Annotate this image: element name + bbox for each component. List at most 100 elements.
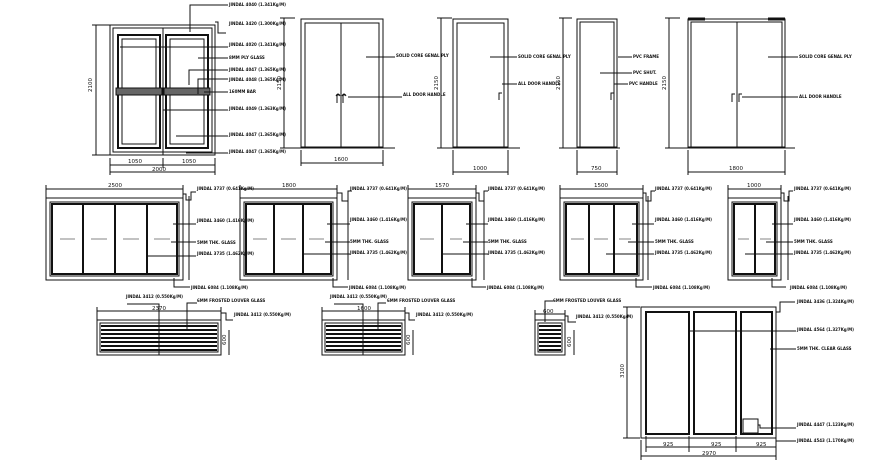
window-elevation-w5: 1000 JINDAL 3737 (0.641Kg/M) JINDAL 3460… — [727, 183, 851, 290]
l3-height-label: 600 — [567, 336, 573, 347]
w4-annotation: JINDAL 3737 (0.641Kg/M) — [654, 186, 712, 191]
w2-width-label: 1800 — [282, 183, 296, 189]
w5-annotation: JINDAL 6084 (1.108Kg/M) — [789, 285, 847, 290]
fg-annotation: JINDAL 3436 (1.324Kg/M) — [796, 299, 854, 304]
d4-annotation: PVC FRAME — [633, 54, 659, 59]
w1-width-label: 2500 — [108, 183, 122, 189]
d1-total-width: 2000 — [152, 167, 166, 173]
d3-annotation: SOLID CORE GENAL PLY — [518, 54, 571, 59]
fg-annotation: JINDAL 4543 (1.170Kg/M) — [796, 438, 854, 443]
l1-annotation: 6MM FROSTED LOUVER GLASS — [197, 298, 265, 303]
l1-annotation: JINDAL 3412 (0.550Kg/M) — [125, 294, 183, 299]
w5-annotation: JINDAL 3735 (1.462Kg/M) — [793, 250, 851, 255]
l1-height-label: 600 — [222, 334, 228, 345]
l2-annotation: 6MM FROSTED LOUVER GLASS — [387, 298, 455, 303]
d1-annotation: JINDAL 4040 (1.341Kg/M) — [228, 2, 286, 7]
d2-annotation: ALL DOOR HANDLE — [403, 92, 446, 97]
w4-annotation: JINDAL 3460 (1.416Kg/M) — [654, 217, 712, 222]
fg-annotation: JINDAL 4564 (1.327Kg/M) — [796, 327, 854, 332]
l3-annotation: JINDAL 3412 (0.550Kg/M) — [575, 314, 633, 319]
d3-annotation: ALL DOOR HANDLE — [518, 81, 561, 86]
w2-annotation: 5MM THK. GLASS — [350, 239, 389, 244]
d2-height-label: 2150 — [277, 76, 283, 90]
w5-annotation: 5MM THK. GLASS — [794, 239, 833, 244]
door-elevation-d2: 2150 1600 SOLID CORE GENAL PLY ALL DOOR … — [277, 17, 449, 166]
w2-annotation: JINDAL 3460 (1.416Kg/M) — [349, 217, 407, 222]
w5-annotation: JINDAL 3737 (0.641Kg/M) — [793, 186, 851, 191]
door-handle-icon — [335, 93, 347, 103]
w4-annotation: JINDAL 6084 (1.108Kg/M) — [652, 285, 710, 290]
d5-height-label: 2150 — [662, 76, 668, 90]
d2-width-label: 1600 — [334, 157, 348, 163]
louver-elevation-l2: 1600 600 JINDAL 3412 (0.550Kg/M) 6MM FRO… — [321, 294, 473, 356]
w4-width-label: 1500 — [594, 183, 608, 189]
louver-elevation-l1: 2370 600 JINDAL 3412 (0.550Kg/M) 6MM FRO… — [96, 294, 291, 356]
w3-annotation: 5MM THK. GLASS — [488, 239, 527, 244]
d1-annotation: JINDAL 4049 (1.363Kg/M) — [228, 106, 286, 111]
d1-annotation: 8MM PLY GLASS — [229, 55, 265, 60]
d4-annotation: PVC HANDLE — [629, 81, 658, 86]
d5-annotation: ALL DOOR HANDLE — [799, 94, 842, 99]
l3-annotation: 6MM FROSTED LOUVER GLASS — [553, 298, 621, 303]
window-elevation-w1: 2500 JINDAL 3737 (0.641Kg/M) JINDAL 3460… — [45, 183, 254, 290]
d4-annotation: PVC SHUT. — [633, 70, 657, 75]
door-elevation-d3: 2150 1000 SOLID CORE GENAL PLY ALL DOOR … — [434, 17, 571, 175]
w3-annotation: JINDAL 3460 (1.416Kg/M) — [487, 217, 545, 222]
d3-height-label: 2150 — [434, 76, 440, 90]
d3-width-label: 1000 — [473, 166, 487, 172]
fg-annotation: JINDAL 4447 (1.123Kg/M) — [796, 422, 854, 427]
l1-annotation: JINDAL 3412 (0.550Kg/M) — [233, 312, 291, 317]
door-elevation-d4: 2150 750 PVC FRAME PVC SHUT. PVC HANDLE — [556, 17, 659, 175]
window-elevation-w4: 1500 JINDAL 3737 (0.641Kg/M) JINDAL 3460… — [559, 183, 712, 290]
w1-annotation: JINDAL 3737 (0.641Kg/M) — [196, 186, 254, 191]
door-elevation-d1: 2100 1050 1050 2000 JINDAL 4040 (1.341Kg… — [88, 2, 286, 175]
w2-annotation: JINDAL 6084 (1.108Kg/M) — [348, 285, 406, 290]
d1-annotation: JINDAL 4020 (1.341Kg/M) — [228, 42, 286, 47]
fixed-glazing-elevation: 3100 925 925 925 2970 JINDAL 3436 (1.324… — [620, 299, 854, 460]
fg-width-label: 925 — [663, 442, 674, 448]
w3-annotation: JINDAL 3737 (0.641Kg/M) — [487, 186, 545, 191]
d4-height-label: 2150 — [556, 76, 562, 90]
d1-height-label: 2100 — [88, 78, 94, 92]
d5-width-label: 1800 — [729, 166, 743, 172]
w1-annotation: 5MM THK. GLASS — [197, 240, 236, 245]
w5-annotation: JINDAL 3460 (1.416Kg/M) — [793, 217, 851, 222]
l2-height-label: 600 — [406, 334, 412, 345]
door-handle-icon — [610, 92, 614, 100]
w1-annotation: JINDAL 6084 (1.108Kg/M) — [190, 285, 248, 290]
w3-width-label: 1570 — [435, 183, 449, 189]
l2-annotation: JINDAL 3412 (0.550Kg/M) — [415, 312, 473, 317]
door-elevation-d5: 2150 1800 SOLID CORE GENAL PLY ALL DOOR … — [662, 17, 852, 175]
d1-annotation: JINDAL 4047 (1.365Kg/M) — [228, 149, 286, 154]
w4-annotation: JINDAL 3735 (1.462Kg/M) — [654, 250, 712, 255]
w1-annotation: JINDAL 3460 (1.416Kg/M) — [196, 218, 254, 223]
fg-height-label: 3100 — [620, 364, 626, 378]
d1-annotation: JINDAL 3420 (1.300Kg/M) — [228, 21, 286, 26]
w1-annotation: JINDAL 3735 (1.462Kg/M) — [196, 251, 254, 256]
d1-annotation: 160MM BAR — [229, 89, 256, 94]
d1-annotation: JINDAL 4048 (1.365Kg/M) — [228, 77, 286, 82]
fg-total-width: 2970 — [702, 451, 716, 457]
w4-annotation: 5MM THK. GLASS — [655, 239, 694, 244]
d1-width-right: 1050 — [182, 159, 196, 165]
louver-slats — [539, 325, 561, 351]
door-handle-icon — [498, 92, 502, 100]
window-elevation-w2: 1800 JINDAL 3737 (0.641Kg/M) JINDAL 3460… — [239, 183, 407, 290]
door-handle-icon — [731, 93, 742, 102]
d1-width-left: 1050 — [128, 159, 142, 165]
fg-width-label: 925 — [756, 442, 767, 448]
d1-annotation: JINDAL 4047 (1.365Kg/M) — [228, 67, 286, 72]
d2-annotation: SOLID CORE GENAL PLY — [396, 53, 449, 58]
w3-annotation: JINDAL 3735 (1.462Kg/M) — [487, 250, 545, 255]
window-elevation-w3: 1570 JINDAL 3737 (0.641Kg/M) JINDAL 3460… — [407, 183, 545, 290]
l2-annotation: JINDAL 3412 (0.550Kg/M) — [329, 294, 387, 299]
fg-annotation: 5MM THK. CLEAR GLASS — [797, 346, 852, 351]
l2-width-label: 1600 — [357, 306, 371, 312]
l3-width-label: 600 — [543, 309, 554, 315]
louver-elevation-l3: 600 600 6MM FROSTED LOUVER GLASS JINDAL … — [534, 298, 633, 356]
w3-annotation: JINDAL 6084 (1.108Kg/M) — [486, 285, 544, 290]
d4-width-label: 750 — [591, 166, 602, 172]
w2-annotation: JINDAL 3737 (0.641Kg/M) — [349, 186, 407, 191]
w2-annotation: JINDAL 3735 (1.462Kg/M) — [349, 250, 407, 255]
